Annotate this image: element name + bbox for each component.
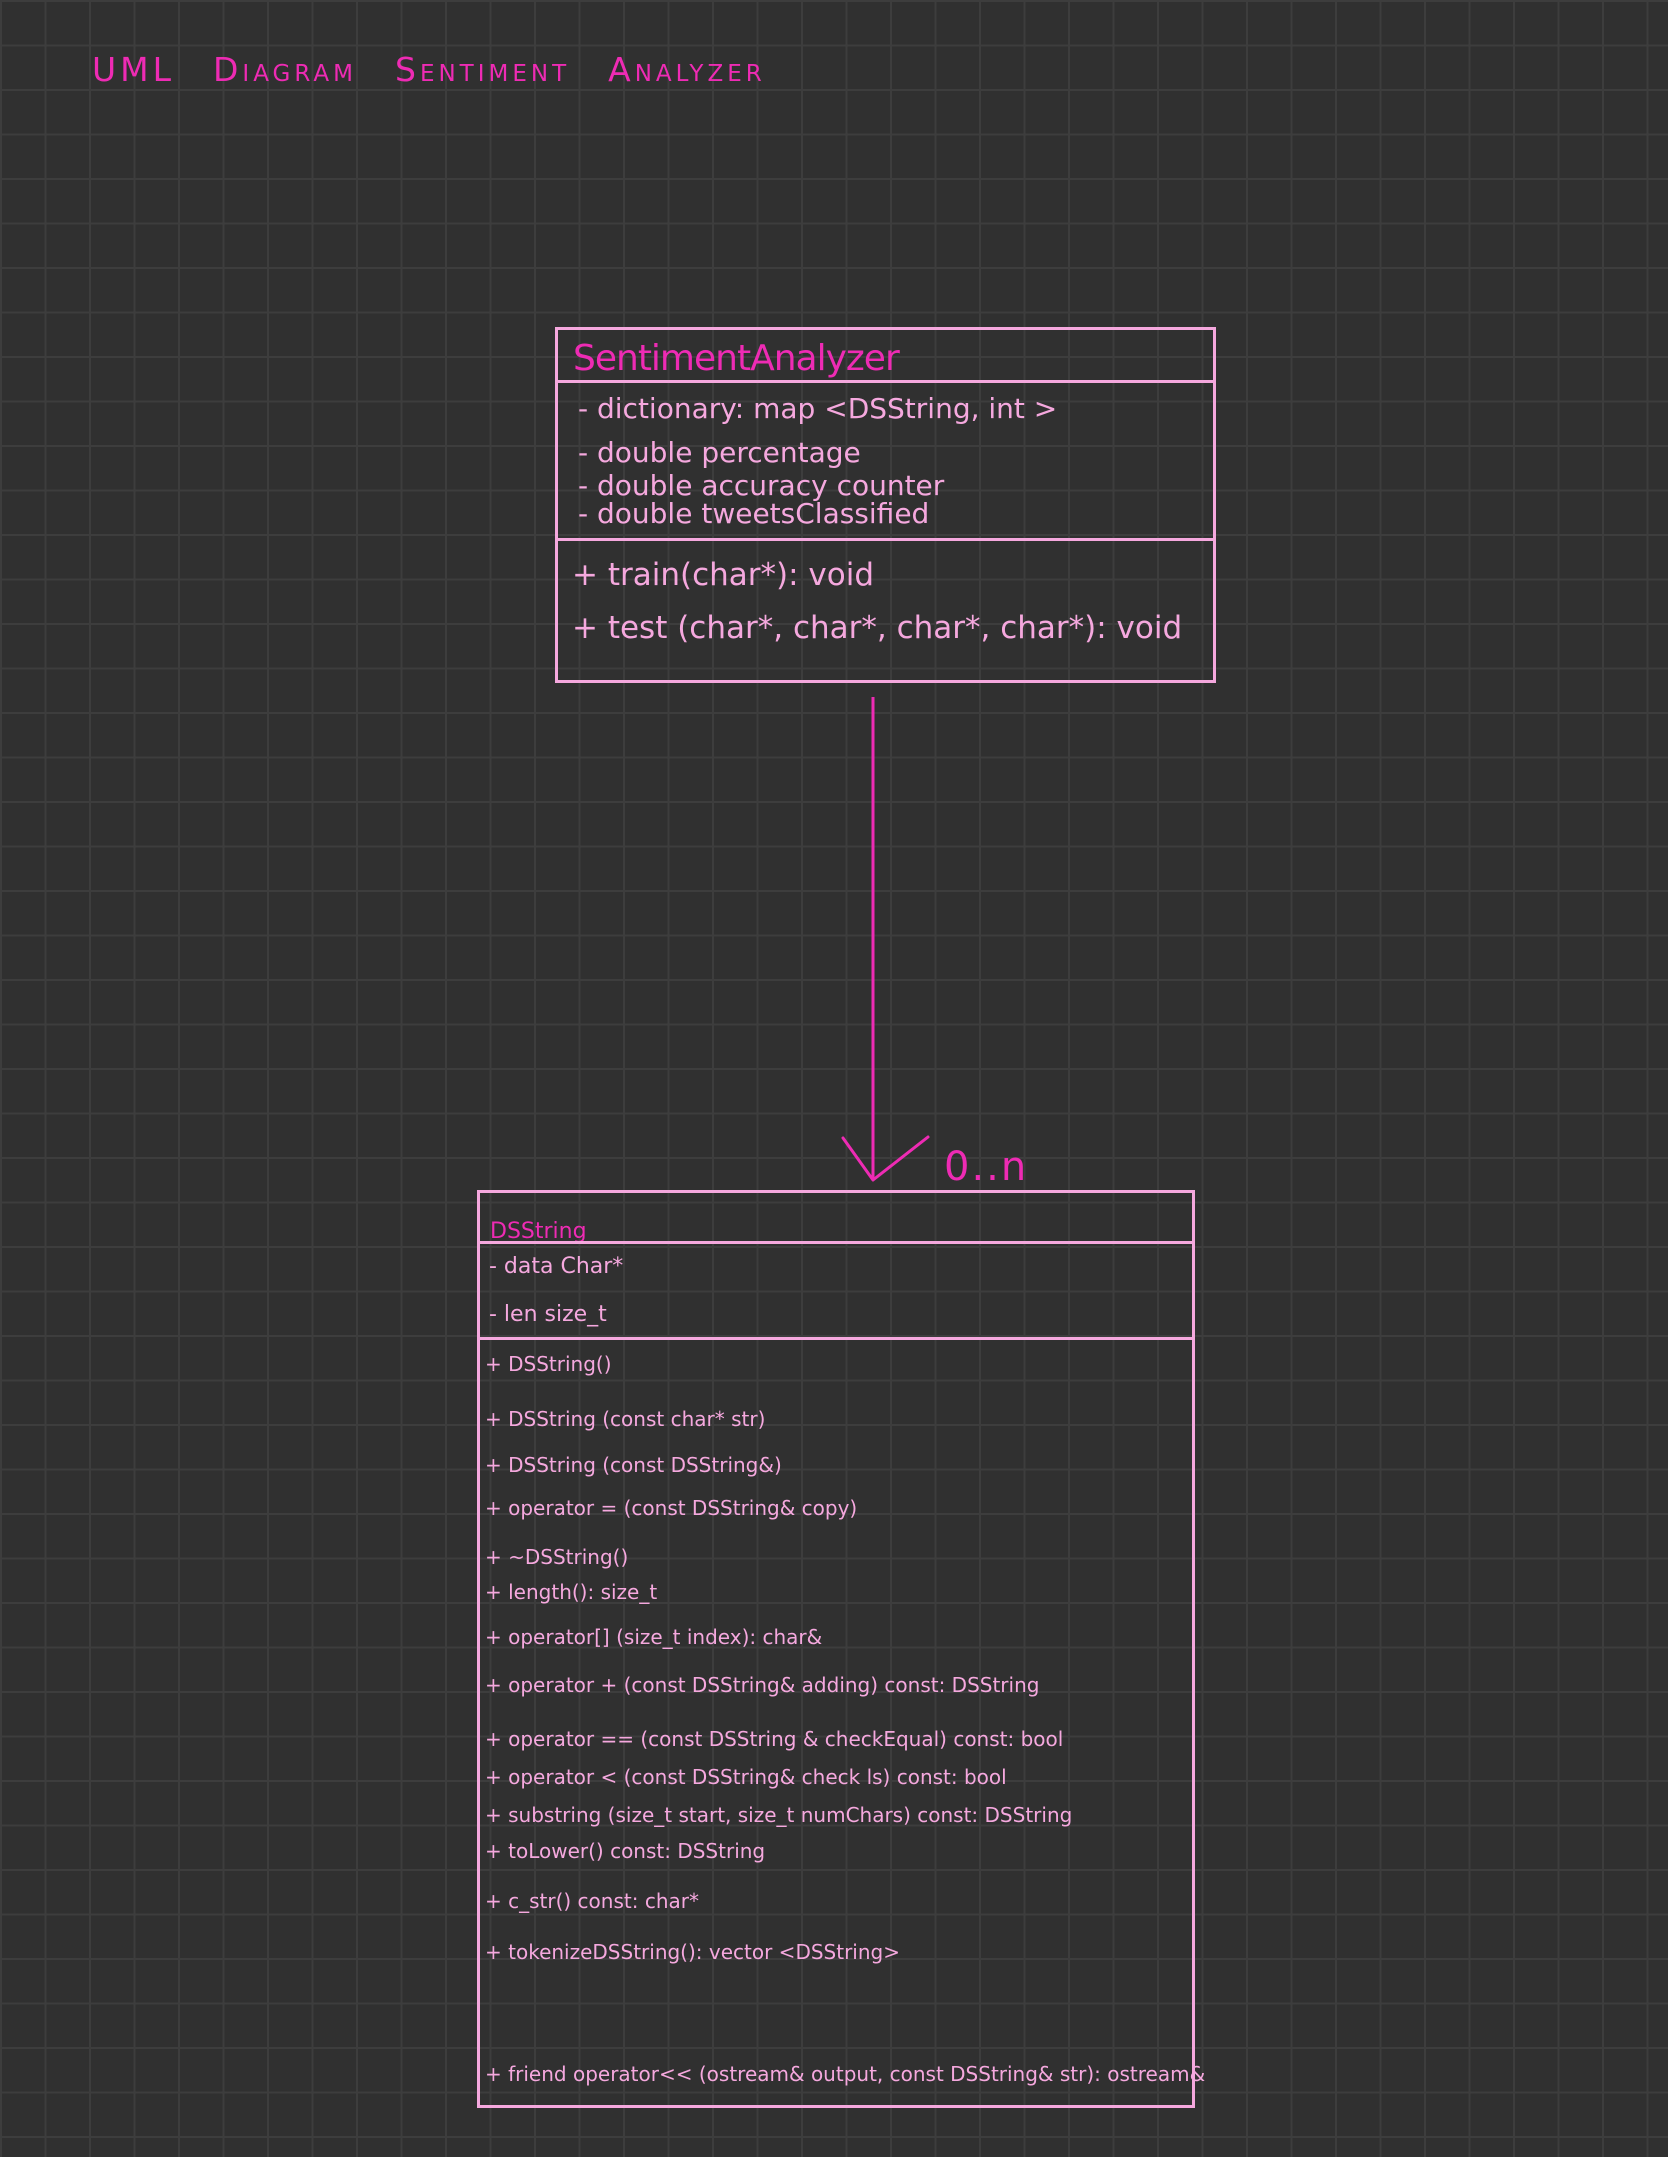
method-line: + tokenizeDSString(): vector <DSString> xyxy=(485,1940,900,1964)
method-line: + test (char*, char*, char*, char*): voi… xyxy=(572,610,1183,646)
arrow-head xyxy=(841,1135,930,1182)
attribute-line: - double tweetsClassified xyxy=(578,497,930,530)
attribute-line: - len size_t xyxy=(489,1302,607,1327)
methods-section: + DSString() + DSString (const char* str… xyxy=(480,1340,1205,2105)
title-word: Analyzer xyxy=(608,50,766,89)
method-line: + DSString (const DSString&) xyxy=(485,1453,782,1477)
method-line: + c_str() const: char* xyxy=(485,1889,699,1913)
title-word: Diagram xyxy=(213,50,357,89)
methods-section: + train(char*): void + test (char*, char… xyxy=(558,541,1213,681)
class-name: DSString xyxy=(490,1219,587,1244)
attribute-line: - dictionary: map <DSString, int > xyxy=(578,392,1058,425)
method-line: + train(char*): void xyxy=(572,557,875,593)
attribute-line: - double accuracy counter xyxy=(578,469,945,502)
method-line: + operator < (const DSString& check ls) … xyxy=(485,1765,1007,1789)
method-line: + DSString (const char* str) xyxy=(485,1407,766,1431)
method-line: + toLower() const: DSString xyxy=(485,1839,766,1863)
method-line: + DSString() xyxy=(485,1352,612,1376)
attributes-section: - data Char* - len size_t xyxy=(480,1244,1192,1328)
method-line: + friend operator<< (ostream& output, co… xyxy=(485,2062,1206,2086)
method-line: + operator + (const DSString& adding) co… xyxy=(485,1673,1040,1697)
attribute-line: - data Char* xyxy=(489,1254,624,1279)
class-divider xyxy=(477,1337,1195,1340)
class-divider xyxy=(477,1241,1195,1244)
method-line: + operator[] (size_t index): char& xyxy=(485,1625,823,1649)
class-box-sentiment-analyzer: SentimentAnalyzer - dictionary: map <DSS… xyxy=(555,327,1216,683)
method-line: + ~DSString() xyxy=(485,1545,629,1569)
method-line: + substring (size_t start, size_t numCha… xyxy=(485,1803,1073,1827)
class-name: SentimentAnalyzer xyxy=(573,338,900,379)
method-line: + operator == (const DSString & checkEqu… xyxy=(485,1727,1064,1751)
method-line: + operator = (const DSString& copy) xyxy=(485,1496,858,1520)
class-divider xyxy=(555,380,1216,383)
multiplicity-label: 0..n xyxy=(944,1144,1029,1190)
attributes-section: - dictionary: map <DSString, int > - dou… xyxy=(558,383,1213,537)
title-word: UML xyxy=(92,50,176,89)
class-divider xyxy=(555,538,1216,541)
title-word: Sentiment xyxy=(395,50,571,89)
method-line: + length(): size_t xyxy=(485,1580,658,1604)
diagram-title: UML Diagram Sentiment Analyzer xyxy=(92,50,804,89)
class-box-dsstring: DSString - data Char* - len size_t + DSS… xyxy=(477,1190,1205,2108)
attribute-line: - double percentage xyxy=(578,436,861,469)
